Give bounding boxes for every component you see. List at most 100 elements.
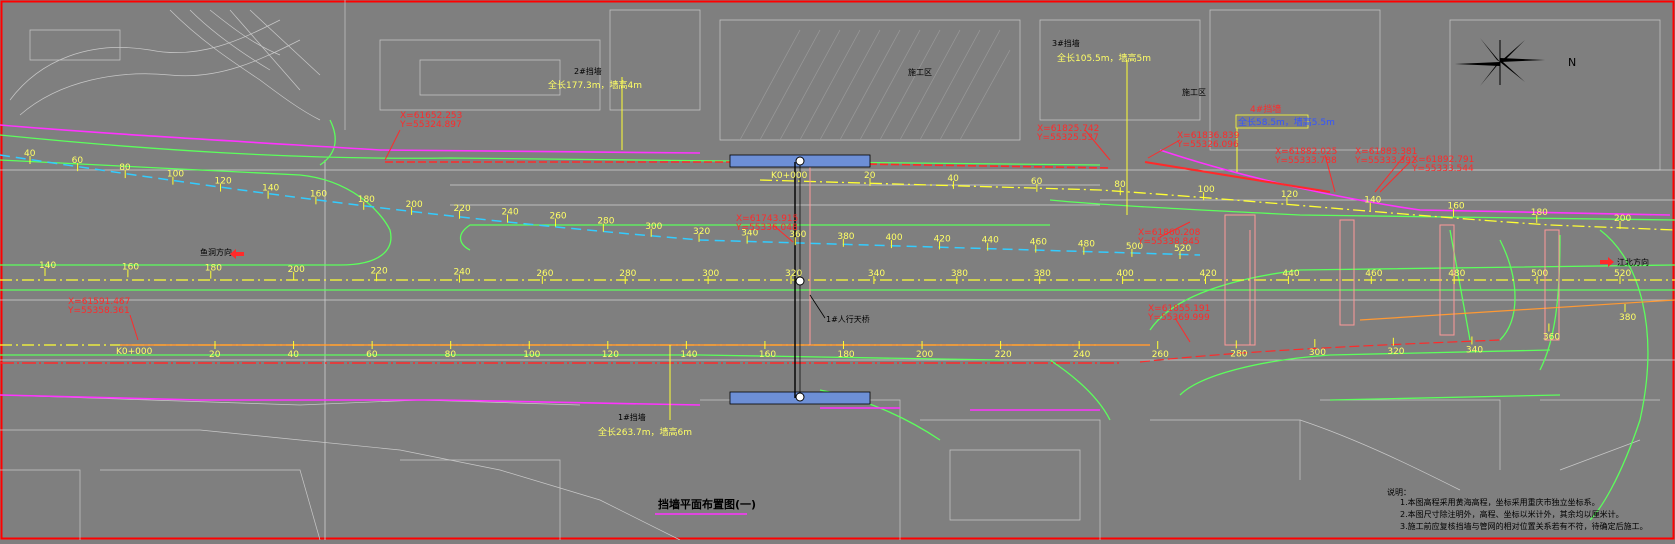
chainage-bottom-label: 260 bbox=[1152, 350, 1169, 360]
chainage-top-label: 360 bbox=[789, 230, 806, 240]
chainage-top-label: 400 bbox=[885, 233, 902, 243]
coord-labels: X=61652.253 Y=55324.897 X=61743.915 Y=55… bbox=[67, 111, 1474, 323]
road-edge-lines bbox=[0, 119, 1675, 521]
chainage-bottom-label: 80 bbox=[445, 350, 457, 360]
hatch-area bbox=[739, 29, 1011, 141]
road-lines bbox=[0, 160, 1675, 540]
chainage-bottom-label: 180 bbox=[837, 350, 854, 360]
coord-2-y: Y=55336.048 bbox=[735, 223, 798, 233]
chainage-top-label: 120 bbox=[215, 177, 232, 187]
direction-left-arrow bbox=[230, 249, 244, 259]
north-label: N bbox=[1568, 56, 1576, 69]
chainage-mid-label: 160 bbox=[122, 262, 139, 272]
chainage-bottom-label: 360 bbox=[1543, 332, 1560, 342]
area-label-2: 施工区 bbox=[1182, 87, 1206, 97]
notes-heading: 说明： bbox=[1387, 487, 1411, 497]
chainage-top-label: 320 bbox=[693, 227, 710, 237]
coord-8-y: Y=55333.788 bbox=[1274, 156, 1337, 166]
chainage-mid-label: 260 bbox=[536, 269, 553, 279]
chainage-top-label: 500 bbox=[1126, 242, 1143, 252]
direction-right-arrow bbox=[1600, 257, 1614, 267]
wall-3-name: 3#挡墙 bbox=[1052, 38, 1080, 48]
chainage-mid-label: 280 bbox=[619, 269, 636, 279]
chainage-upper-label: 60 bbox=[1031, 177, 1043, 187]
chainage-top-label: 440 bbox=[982, 236, 999, 246]
coord-5-y: Y=55326.096 bbox=[1176, 140, 1239, 150]
chainage-mid-label: 220 bbox=[371, 266, 388, 276]
k-start-main: K0+000 bbox=[116, 347, 153, 357]
chainage-top-label: 140 bbox=[262, 184, 279, 194]
coord-leaders bbox=[129, 129, 1411, 343]
property-lines bbox=[0, 124, 1671, 411]
coord-2-x: X=61743.915 bbox=[736, 214, 798, 224]
chainage-top-label: 180 bbox=[358, 195, 375, 205]
k-start-upper: K0+000 bbox=[771, 171, 808, 181]
pedestrian-bridge bbox=[729, 154, 871, 405]
coord-10-x: X=61892.791 bbox=[1412, 155, 1474, 165]
coord-1-y: Y=55324.897 bbox=[399, 120, 462, 130]
chainage-bottom-label: 120 bbox=[602, 350, 619, 360]
chainage-mid-label: 480 bbox=[1448, 269, 1465, 279]
chainage-upper-label: 80 bbox=[1114, 180, 1126, 190]
chainage-bottom-label: 40 bbox=[288, 350, 300, 360]
chainage-top-label: 520 bbox=[1174, 244, 1191, 254]
coord-10-y: Y=55333.544 bbox=[1411, 164, 1474, 174]
coord-3-y: Y=55358.361 bbox=[67, 306, 130, 316]
chainage-bottom-label: 100 bbox=[523, 350, 540, 360]
north-arrow-icon bbox=[1455, 38, 1545, 86]
chainage-bottom-label: 20 bbox=[209, 350, 221, 360]
chainage-top-label: 60 bbox=[72, 156, 84, 166]
chainage-top-label: 480 bbox=[1078, 240, 1095, 250]
chainage-upper-label: 140 bbox=[1364, 195, 1381, 205]
chainage-top-label: 100 bbox=[167, 170, 184, 180]
chainage-bottom-label: 380 bbox=[1619, 313, 1636, 323]
chainage-bottom-label: 220 bbox=[995, 350, 1012, 360]
chainage-top-label: 80 bbox=[119, 163, 131, 173]
wall-2-name: 2#挡墙 bbox=[574, 66, 602, 76]
chainage-mid-label: 380 bbox=[1034, 269, 1051, 279]
coord-9-x: X=61883.381 bbox=[1355, 147, 1417, 157]
wall-1-name: 1#挡墙 bbox=[618, 412, 646, 422]
chainage-upper-label: 100 bbox=[1198, 185, 1215, 195]
chainage-bottom-label: 160 bbox=[759, 350, 776, 360]
chainage-top-label: 420 bbox=[934, 234, 951, 244]
chainage-top-label: 260 bbox=[549, 212, 566, 222]
chainage-upper-label: 20 bbox=[864, 171, 876, 181]
wall-4-name: 4#挡墙 bbox=[1250, 103, 1281, 115]
coord-4-y: Y=55325.537 bbox=[1036, 133, 1099, 143]
chainage-top-label: 380 bbox=[837, 232, 854, 242]
notes-line-3: 3.施工前应复核挡墙与管网的相对位置关系若有不符，待确定后施工。 bbox=[1400, 521, 1648, 531]
coord-7-x: X=61855.191 bbox=[1148, 304, 1210, 314]
coord-7-y: Y=55369.999 bbox=[1147, 313, 1210, 323]
coord-1-x: X=61652.253 bbox=[400, 111, 462, 121]
chainage-top-label: 220 bbox=[454, 204, 471, 214]
chainage-mid-label: 300 bbox=[702, 269, 719, 279]
chainage-top-label: 240 bbox=[502, 208, 519, 218]
direction-left-label: 鱼洞方向 bbox=[200, 247, 232, 257]
chainage-upper-label: 40 bbox=[947, 174, 959, 184]
wall-3-spec: 全长105.5m，墙高5m bbox=[1057, 52, 1151, 64]
notes-line-1: 1.本图高程采用黄海高程，坐标采用重庆市独立坐标系。 bbox=[1400, 497, 1600, 507]
chainage-top-label: 160 bbox=[310, 189, 327, 199]
coord-6-x: X=61860.208 bbox=[1138, 228, 1201, 238]
chainage-mid-label: 460 bbox=[1365, 269, 1382, 279]
coord-6-y: Y=55338.845 bbox=[1137, 237, 1200, 247]
coord-9-y: Y=55333.392 bbox=[1354, 156, 1417, 166]
chainage-top-label: 200 bbox=[406, 200, 423, 210]
drawing-title: 挡墙平面布置图(一) bbox=[658, 497, 756, 511]
chainage-mid-label: 520 bbox=[1614, 269, 1631, 279]
chainage-bottom-label: 240 bbox=[1073, 350, 1090, 360]
coord-8-x: X=61882.025 bbox=[1275, 147, 1337, 157]
direction-right-label: 江北方向 bbox=[1617, 257, 1649, 267]
chainage-bottom-label: 340 bbox=[1466, 345, 1483, 355]
chainage-mid-label: 320 bbox=[785, 269, 802, 279]
chainage-bottom-label: 320 bbox=[1387, 347, 1404, 357]
chainage-mid-label: 240 bbox=[453, 268, 470, 278]
chainage-bottom-label: 300 bbox=[1309, 348, 1326, 358]
